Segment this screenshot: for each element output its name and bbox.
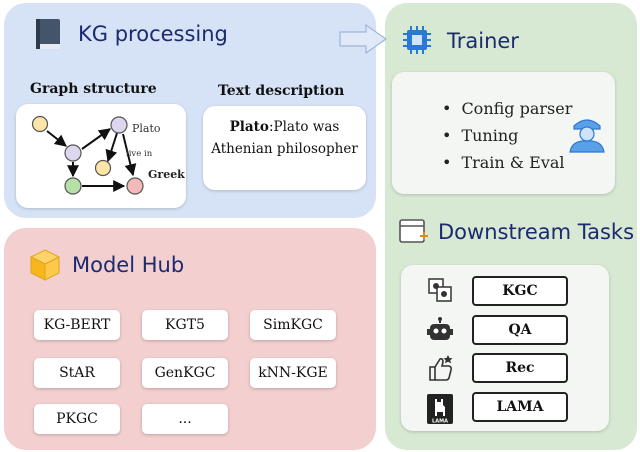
model-star: StAR bbox=[34, 358, 120, 388]
desc-sep: : bbox=[268, 119, 274, 135]
graph-edge bbox=[122, 133, 137, 177]
book-icon bbox=[36, 19, 60, 49]
graph-edge bbox=[46, 130, 67, 147]
chip-icon bbox=[403, 26, 431, 54]
node-label-greek: Greek bbox=[148, 168, 185, 181]
model-kg-bert: KG-BERT bbox=[34, 310, 120, 340]
task-lama: LAMA bbox=[472, 392, 568, 422]
worker-icon bbox=[569, 119, 605, 153]
model-simkgc: SimKGC bbox=[250, 310, 336, 340]
desc-entity: Plato bbox=[229, 119, 269, 135]
graph-edge bbox=[81, 128, 111, 150]
node-label-plato: Plato bbox=[132, 122, 161, 135]
graph-node-greek bbox=[126, 177, 144, 195]
text-description-card: Plato:Plato was Athenian philosopher bbox=[203, 106, 366, 190]
kg-processing-title: KG processing bbox=[78, 22, 228, 46]
knowledge-graph: Plato live in Greek bbox=[31, 115, 185, 195]
flow-arrow bbox=[339, 23, 388, 55]
llama-icon: LAMA bbox=[427, 394, 453, 425]
model-more: ... bbox=[142, 404, 228, 434]
cube-icon bbox=[29, 249, 61, 281]
graph-node-plato bbox=[110, 116, 128, 134]
trainer-item-train-eval: Train & Eval bbox=[442, 149, 572, 176]
edge-label-live-in: live in bbox=[126, 149, 153, 159]
model-knn-kge: kNN-KGE bbox=[250, 358, 336, 388]
text-description-label: Text description bbox=[218, 83, 345, 99]
graph-task-icon bbox=[428, 278, 452, 302]
model-genkgc: GenKGC bbox=[142, 358, 228, 388]
task-qa: QA bbox=[472, 315, 568, 345]
trainer-title: Trainer bbox=[447, 29, 519, 53]
graph-node bbox=[31, 115, 49, 133]
trainer-item-tuning: Tuning bbox=[442, 122, 572, 149]
model-hub-title: Model Hub bbox=[72, 253, 185, 277]
text-description-body: Plato:Plato was Athenian philosopher bbox=[203, 116, 366, 160]
graph-structure-label: Graph structure bbox=[30, 81, 157, 97]
graph-node bbox=[94, 159, 112, 177]
trainer-item-config-parser: Config parser bbox=[442, 95, 572, 122]
robot-icon bbox=[427, 317, 453, 340]
graph-edge bbox=[105, 132, 118, 163]
add-window-icon bbox=[399, 219, 428, 243]
llama-icon-label: LAMA bbox=[432, 419, 448, 425]
graph-node bbox=[64, 144, 82, 162]
model-kgt5: KGT5 bbox=[142, 310, 228, 340]
thumbs-up-icon bbox=[429, 355, 453, 381]
graph-node bbox=[64, 177, 82, 195]
trainer-list: Config parser Tuning Train & Eval bbox=[442, 95, 572, 176]
desc-line2: Athenian philosopher bbox=[211, 141, 358, 157]
task-rec: Rec bbox=[472, 353, 568, 383]
task-kgc: KGC bbox=[472, 276, 568, 306]
downstream-title: Downstream Tasks bbox=[438, 220, 635, 244]
model-pkgc: PKGC bbox=[34, 404, 120, 434]
desc-line1: Plato was bbox=[273, 119, 340, 135]
graph-structure-card: Plato live in Greek bbox=[16, 104, 186, 208]
